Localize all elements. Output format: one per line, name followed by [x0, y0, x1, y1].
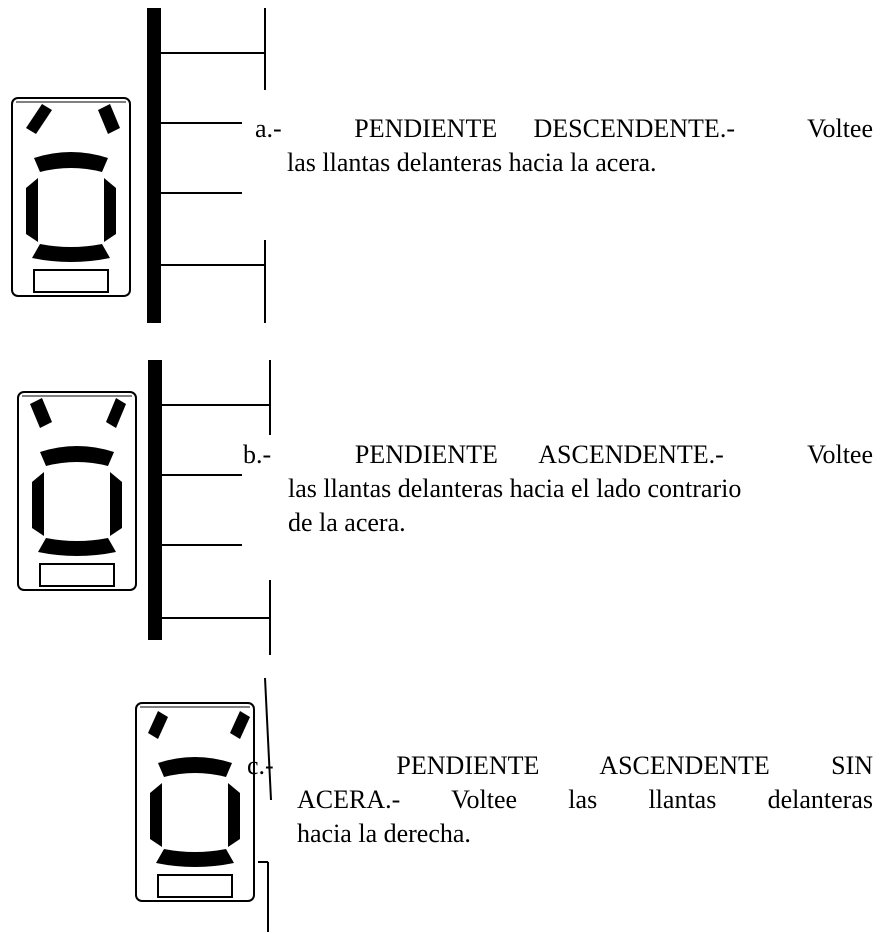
car-top-view-icon: [135, 702, 255, 902]
caption-heading: PENDIENTE DESCENDENTE.-: [354, 114, 735, 143]
caption-label: b.-: [243, 440, 272, 469]
curb-icon: [147, 8, 161, 323]
car-top-view-icon: [11, 97, 131, 297]
scene-c: [135, 677, 272, 932]
scene-b: [17, 360, 271, 655]
caption-b-line1: b.- PENDIENTE ASCENDENTE.- Voltee: [243, 438, 873, 472]
caption-c: c.- PENDIENTE ASCENDENTE SIN ACERA.- Vol…: [247, 749, 873, 851]
caption-c-line1: c.- PENDIENTE ASCENDENTE SIN: [247, 749, 873, 783]
street-marker-icon: [258, 677, 272, 932]
caption-label: c.-: [247, 751, 274, 780]
street-marker-icon: [162, 360, 271, 655]
scene-a: [11, 8, 266, 323]
caption-body: las llantas delanteras hacia la acera.: [287, 148, 657, 177]
caption-first-word: Voltee: [807, 440, 874, 469]
caption-a: a.- PENDIENTE DESCENDENTE.- Voltee las l…: [255, 112, 873, 180]
car-top-view-icon: [17, 391, 137, 591]
caption-body-line2: las llantas delanteras hacia el lado con…: [288, 474, 742, 503]
caption-body-line3: de la acera.: [288, 508, 406, 537]
caption-body-line3: hacia la derecha.: [297, 819, 471, 848]
street-marker-icon: [161, 8, 266, 323]
curb-icon: [148, 360, 162, 640]
caption-heading: PENDIENTE ASCENDENTE.-: [354, 440, 724, 469]
caption-label: a.-: [255, 114, 282, 143]
caption-a-line1: a.- PENDIENTE DESCENDENTE.- Voltee: [255, 112, 873, 146]
caption-body-line2: ACERA.- Voltee las llantas delanteras: [297, 785, 873, 814]
caption-first-word: Voltee: [807, 114, 874, 143]
caption-b: b.- PENDIENTE ASCENDENTE.- Voltee las ll…: [243, 438, 873, 540]
caption-heading: PENDIENTE ASCENDENTE SIN: [396, 751, 874, 780]
